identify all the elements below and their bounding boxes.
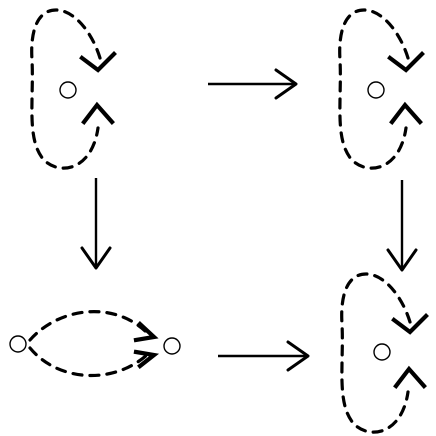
arrow-top-left-to-top-right (208, 70, 296, 98)
right-open-circle (164, 338, 180, 354)
state-bottom-right (342, 274, 426, 432)
dashed-lower-arc (30, 348, 150, 376)
lower-cusp-chevron (392, 105, 420, 122)
open-circle-marker (368, 82, 384, 98)
lower-cusp-chevron (396, 369, 424, 386)
state-bottom-left (10, 312, 180, 376)
lower-arc-arrowhead (136, 352, 154, 366)
left-open-circle (10, 336, 26, 352)
arrow-bottom-left-to-bottom-right (218, 342, 308, 370)
open-circle-marker (60, 82, 76, 98)
state-top-left (32, 10, 114, 168)
dashed-upper-arc (30, 312, 150, 340)
arrow-top-left-to-bottom-left (82, 178, 110, 268)
arrow-top-right-to-bottom-right (388, 180, 416, 270)
open-circle-marker (374, 344, 390, 360)
lower-cusp-chevron (84, 105, 112, 122)
state-top-right (340, 10, 422, 168)
